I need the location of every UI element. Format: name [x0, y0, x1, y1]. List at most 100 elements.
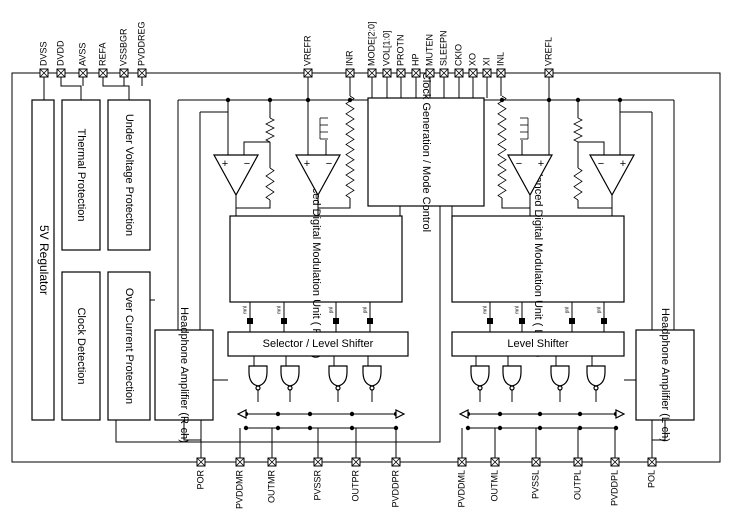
pin-bottom-label: PVDDPR: [390, 470, 400, 508]
gate-r-3-bubble: [369, 385, 375, 391]
pin-top-label: VSSBGR: [118, 28, 128, 66]
junction-dot: [613, 425, 619, 431]
pin-cross: [367, 68, 377, 78]
opamp-sign: −: [326, 158, 332, 170]
junction-dot: [275, 411, 281, 417]
res-l-fb-1: [573, 117, 583, 143]
pin-cross: [454, 68, 464, 78]
junction-dot: [307, 425, 313, 431]
junction-dot: [275, 425, 281, 431]
gate-l-0-bubble: [477, 385, 483, 391]
gate-l-0: [470, 365, 490, 387]
junction-dot: [499, 97, 505, 103]
gate-l-3: [586, 365, 606, 387]
pin-cross: [439, 68, 449, 78]
junction-dot: [225, 97, 231, 103]
pin-cross: [468, 68, 478, 78]
opamp-l-2: [588, 154, 636, 197]
regulator-block: [31, 99, 55, 421]
l-mod-marker: [601, 318, 607, 324]
junction-dot: [349, 411, 355, 417]
pin-top-label: XO: [467, 53, 477, 66]
pin-bottom-label: OUTML: [489, 470, 499, 502]
inl-res-bot: [501, 198, 530, 209]
opamp-l-1: [506, 154, 554, 197]
junction-dot: [497, 411, 503, 417]
pin-top-label: PROTN: [395, 35, 405, 67]
l-mod-label: pnl: [596, 307, 602, 314]
l-mod-label: pnl: [564, 307, 570, 314]
pin-top-label: SLEEPN: [438, 30, 448, 66]
r-mod-label: pnl: [328, 307, 334, 314]
gate-r-3: [362, 365, 382, 387]
pin-top-label: MUTEN: [424, 34, 434, 66]
thermal-block: [61, 99, 101, 251]
pin-top-label: VREFL: [543, 37, 553, 66]
pin-cross: [382, 68, 392, 78]
junction-dot: [267, 97, 273, 103]
clkdet-block: [61, 271, 101, 421]
pin-top-label: PVDDREG: [136, 21, 146, 66]
hp-r-block: [154, 329, 214, 421]
opamp-sign: +: [620, 158, 626, 170]
pin-cross: [39, 68, 49, 78]
bdm-r-label: Balanced Digital Modulation Unit ( R-ch …: [310, 160, 322, 359]
junction-dot: [305, 97, 311, 103]
pin-cross: [531, 457, 541, 467]
junction-dot: [393, 425, 399, 431]
pin-cross: [119, 68, 129, 78]
l-mod-label: mnl: [514, 306, 520, 314]
gate-r-1: [280, 365, 300, 387]
pin-cross: [313, 457, 323, 467]
regulator-label: 5V Regulator: [37, 225, 51, 295]
junction-dot: [577, 425, 583, 431]
l-mod-label: mnl: [482, 306, 488, 314]
pin-cross: [56, 68, 66, 78]
gate-l-2: [550, 365, 570, 387]
clkdet-label: Clock Detection: [75, 307, 87, 384]
junction-dot: [537, 411, 543, 417]
pin-top-label: INL: [495, 52, 505, 66]
r-mod-label: mnl: [242, 306, 248, 314]
pin-cross: [610, 457, 620, 467]
pin-bottom-label: PVSSL: [530, 470, 540, 499]
l-res-bot: [577, 200, 612, 209]
pin-cross: [391, 457, 401, 467]
hp-r-to-por: [183, 420, 201, 441]
inr-res-bot: [318, 198, 351, 209]
pin-cross: [235, 457, 245, 467]
wires: [43, 77, 675, 458]
thermal-label: Thermal Protection: [75, 129, 87, 222]
pin-top-label: MODE[2:0]: [366, 21, 376, 66]
pin-cross: [98, 68, 108, 78]
hp-l-to-pol: [652, 420, 666, 441]
r-arrow-left: [236, 409, 247, 419]
pin-bottom-label: POR: [195, 470, 205, 490]
gate-r-0: [248, 365, 268, 387]
resistors: [265, 95, 583, 201]
pin-bottom-label: POL: [646, 470, 656, 488]
opamp-r-2: [294, 154, 342, 197]
r-fb-wire: [200, 111, 229, 155]
pin-dvdd-wire: [60, 77, 82, 100]
gate-l-3-bubble: [593, 385, 599, 391]
res-inl: [497, 95, 507, 199]
ls-l-block: [451, 331, 625, 357]
res-r-fb-1: [265, 117, 275, 143]
pin-cross: [351, 457, 361, 467]
gate-l-2-bubble: [557, 385, 563, 391]
pin-cross: [647, 457, 657, 467]
pin-top-label: INR: [344, 50, 354, 66]
pin-top-label: REFA: [97, 42, 107, 66]
l-arrow-right: [615, 409, 626, 419]
opamp-r-1: [212, 154, 260, 197]
pin-bottom-label: OUTPL: [572, 470, 582, 500]
junction-dot: [243, 425, 249, 431]
gate-l-1: [502, 365, 522, 387]
gate-r-2: [328, 365, 348, 387]
pin-bottom-label: OUTMR: [266, 470, 276, 503]
junction-dot: [465, 425, 471, 431]
opamp-sign: +: [538, 158, 544, 170]
